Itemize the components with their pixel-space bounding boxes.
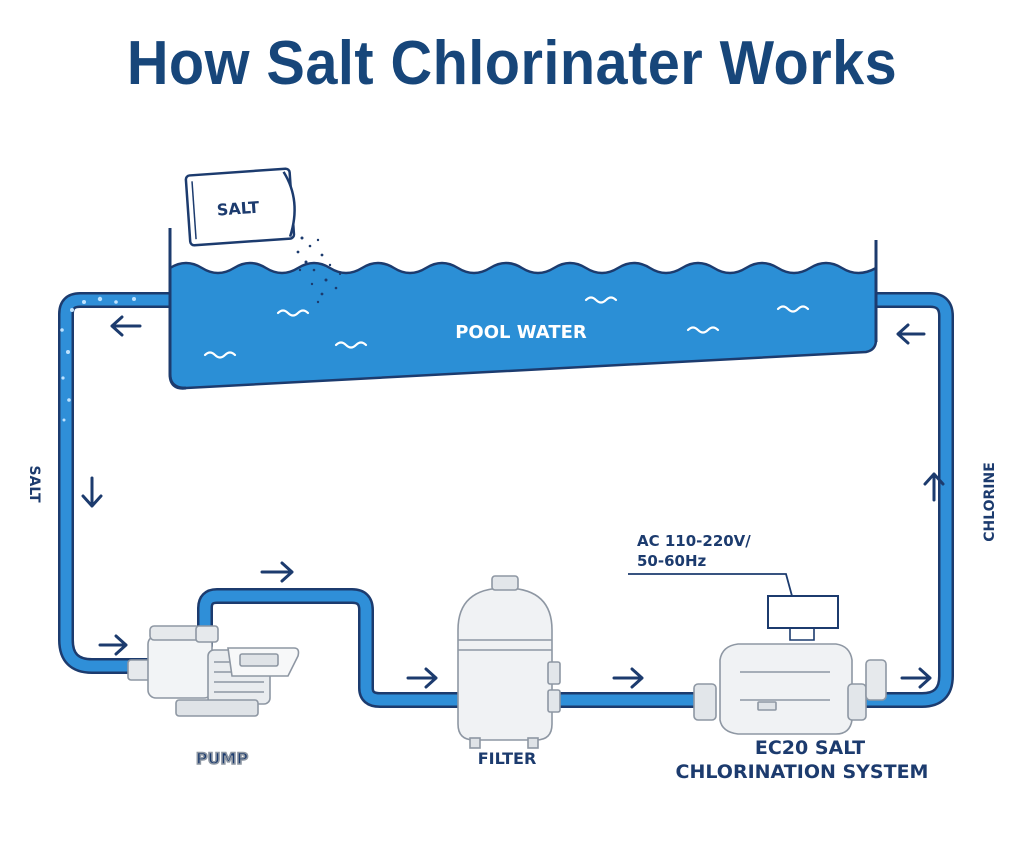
chlorination-system: AC 110-220V/ 50-60Hz EC20 SALT CHLORINAT… <box>628 532 928 783</box>
arrow-left-right-top <box>896 323 926 345</box>
salt-bag: SALT <box>184 167 342 304</box>
arrow-up-right <box>923 472 945 502</box>
arrow-right-to-system <box>612 667 644 689</box>
control-box <box>767 595 839 629</box>
salt-bag-label: SALT <box>216 198 260 220</box>
filter-label: FILTER <box>478 749 537 768</box>
arrow-right-pump <box>98 634 128 656</box>
pool: POOL WATER <box>168 228 878 390</box>
salt-grains <box>296 236 342 304</box>
salt-bubbles <box>60 296 136 422</box>
electrolytic-cell <box>693 643 887 735</box>
pump: PUMP <box>127 625 300 769</box>
arrow-right-top-pipe <box>260 561 294 583</box>
power-spec-line2: 50-60Hz <box>637 552 707 570</box>
filter: FILTER <box>457 575 561 768</box>
arrow-down-left <box>81 476 103 508</box>
salt-pipe-label: SALT <box>26 465 42 503</box>
pool-water <box>168 261 878 390</box>
arrow-right-to-filter <box>406 667 438 689</box>
pump-label: PUMP <box>196 749 249 768</box>
system-label-line2: CHLORINATION SYSTEM <box>676 761 929 783</box>
page-title: How Salt Chlorinater Works <box>126 29 898 98</box>
chlorine-pipe-label: CHLORINE <box>982 462 998 542</box>
water-ripples <box>203 296 810 359</box>
power-spec-line1: AC 110-220V/ <box>637 532 751 550</box>
pipe-loop <box>58 292 954 708</box>
system-label-line1: EC20 SALT <box>755 737 865 759</box>
salt-pipe <box>58 292 178 674</box>
pool-water-label: POOL WATER <box>455 322 587 343</box>
flow-arrows <box>81 315 945 689</box>
arrow-right-exit <box>900 667 932 689</box>
arrow-left-top <box>110 315 142 337</box>
